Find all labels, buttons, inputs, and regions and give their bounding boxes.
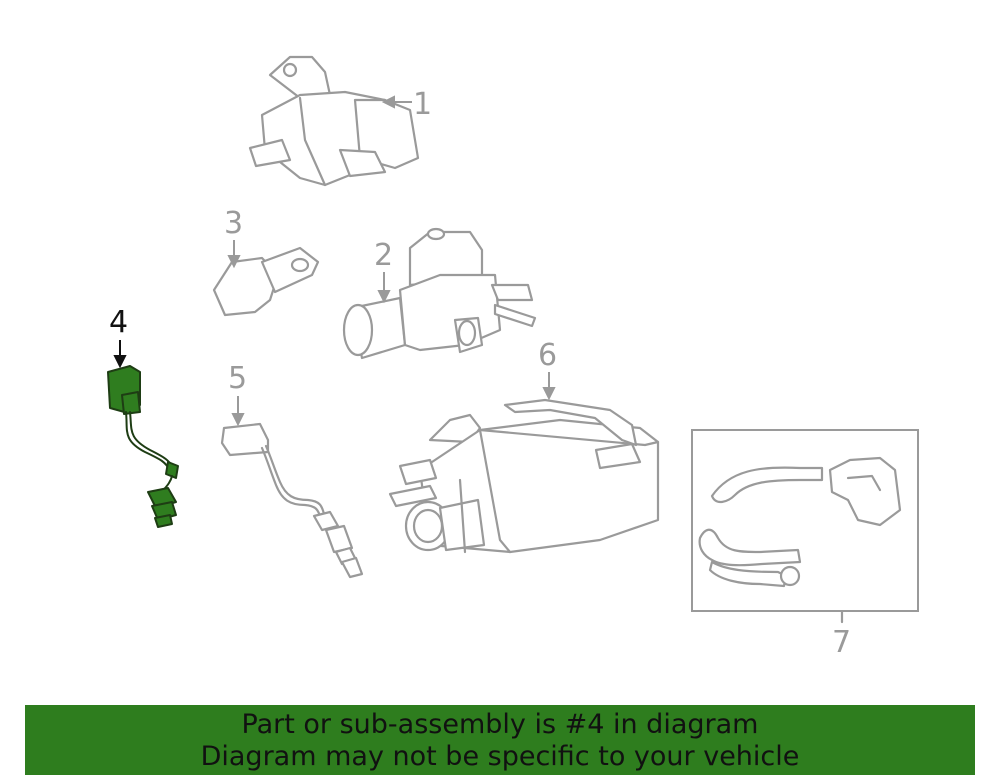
banner-line-1: Part or sub-assembly is #4 in diagram: [241, 709, 759, 740]
banner-line-2: Diagram may not be specific to your vehi…: [200, 741, 800, 772]
callout-3: 3: [224, 206, 243, 269]
callout-7: 7: [832, 610, 851, 660]
callout-1: 1: [381, 87, 432, 122]
part-3-bracket[interactable]: [212, 246, 320, 317]
callout-6: 6: [538, 338, 557, 401]
callout-label-1: 1: [413, 87, 432, 122]
callout-label-6: 6: [538, 338, 557, 373]
callout-5: 5: [228, 361, 247, 427]
callout-4: 4: [109, 305, 128, 369]
part-1-valve[interactable]: [248, 55, 420, 187]
callout-label-4: 4: [109, 305, 128, 340]
callout-2: 2: [374, 238, 393, 304]
part-4-oxygen-sensor[interactable]: [107, 365, 179, 528]
callout-label-5: 5: [228, 361, 247, 396]
part-6-canister[interactable]: [388, 398, 660, 554]
part-7-hose-kit[interactable]: [691, 429, 919, 612]
callout-label-3: 3: [224, 206, 243, 241]
part-5-oxygen-sensor[interactable]: [220, 422, 364, 579]
callout-label-2: 2: [374, 238, 393, 273]
info-banner: Part or sub-assembly is #4 in diagram Di…: [25, 705, 975, 775]
callout-label-7: 7: [832, 625, 851, 660]
part-2-purge-valve[interactable]: [342, 227, 537, 360]
